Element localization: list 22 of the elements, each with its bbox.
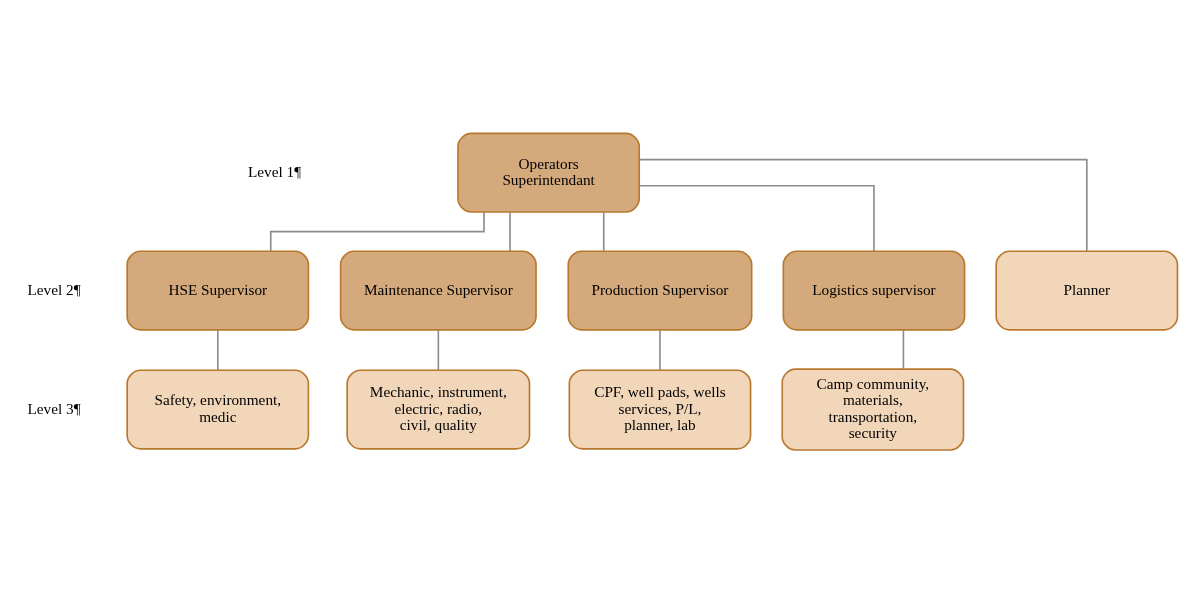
node-box: Operators Superintendant — [457, 132, 641, 213]
connector — [216, 328, 219, 371]
node-box: Production Supervisor — [567, 249, 753, 331]
connector — [638, 184, 875, 252]
label: Level 2¶ — [27, 280, 81, 298]
node-box: Planner — [995, 249, 1179, 331]
connector — [638, 158, 1088, 252]
connector — [269, 210, 485, 252]
connector — [437, 328, 440, 371]
node-box: CPF, well pads, wells services, P/L, planner, lab — [568, 368, 752, 450]
node-box: HSE Supervisor — [126, 249, 310, 331]
connector — [602, 210, 605, 252]
node-box: Safety, environment, medic — [126, 368, 310, 450]
connector — [659, 328, 661, 371]
node-box: Maintenance Supervisor — [339, 249, 537, 331]
node-box: Logistics supervisor — [782, 249, 966, 331]
node-box: Mechanic, instrument, electric, radio, civil, quality — [346, 368, 531, 450]
label: Level 1¶ — [248, 162, 302, 180]
connector — [902, 328, 905, 370]
node-box: Camp community, materials, transportation, security — [781, 367, 965, 451]
connector — [509, 210, 511, 252]
label: Level 3¶ — [27, 399, 81, 417]
